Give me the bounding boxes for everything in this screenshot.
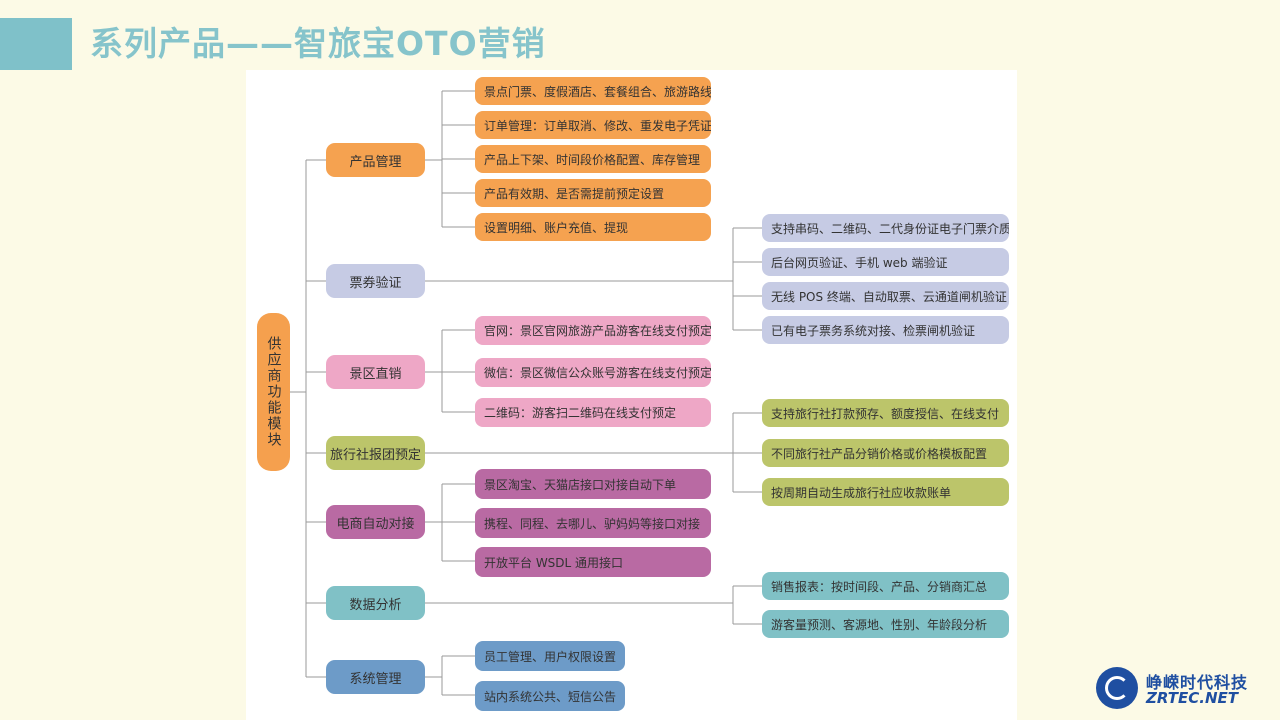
leaf-item: 支持旅行社打款预存、额度授信、在线支付: [762, 399, 1009, 427]
leaf-item: 站内系统公共、短信公告: [475, 681, 625, 711]
leaf-item: 产品有效期、是否需提前预定设置: [475, 179, 711, 207]
leaf-item: 官网：景区官网旅游产品游客在线支付预定: [475, 316, 711, 345]
leaf-item: 开放平台 WSDL 通用接口: [475, 547, 711, 577]
logo-english-name: ZRTEC.NET: [1146, 689, 1238, 707]
category-direct-sales: 景区直销: [326, 355, 425, 389]
logo-mark-icon: [1096, 667, 1138, 709]
leaf-item: 后台网页验证、手机 web 端验证: [762, 248, 1009, 276]
leaf-item: 设置明细、账户充值、提现: [475, 213, 711, 241]
category-ecommerce-integration: 电商自动对接: [326, 505, 425, 539]
page-title: 系列产品——智旅宝OTO营销: [90, 24, 546, 63]
leaf-item: 订单管理：订单取消、修改、重发电子凭证: [475, 111, 711, 139]
leaf-item: 景点门票、度假酒店、套餐组合、旅游路线: [475, 77, 711, 105]
leaf-item: 景区淘宝、天猫店接口对接自动下单: [475, 469, 711, 499]
leaf-item: 携程、同程、去哪儿、驴妈妈等接口对接: [475, 508, 711, 538]
leaf-item: 已有电子票务系统对接、检票闸机验证: [762, 316, 1009, 344]
leaf-item: 游客量预测、客源地、性别、年龄段分析: [762, 610, 1009, 638]
company-logo: 峥嵘时代科技 ZRTEC.NET: [1096, 667, 1256, 711]
category-system-management: 系统管理: [326, 660, 425, 694]
root-node: 供应商功能模块: [257, 313, 290, 471]
leaf-item: 二维码：游客扫二维码在线支付预定: [475, 398, 711, 427]
leaf-item: 按周期自动生成旅行社应收款账单: [762, 478, 1009, 506]
leaf-item: 不同旅行社产品分销价格或价格模板配置: [762, 439, 1009, 467]
leaf-item: 销售报表：按时间段、产品、分销商汇总: [762, 572, 1009, 600]
title-accent-bar: [0, 18, 72, 70]
logo-chinese-name: 峥嵘时代科技: [1146, 673, 1249, 692]
leaf-item: 无线 POS 终端、自动取票、云通道闸机验证: [762, 282, 1009, 310]
category-ticket-verification: 票券验证: [326, 264, 425, 298]
leaf-item: 微信：景区微信公众账号游客在线支付预定: [475, 358, 711, 387]
leaf-item: 产品上下架、时间段价格配置、库存管理: [475, 145, 711, 173]
category-product-management: 产品管理: [326, 143, 425, 177]
category-travel-agency-booking: 旅行社报团预定: [326, 436, 425, 470]
leaf-item: 支持串码、二维码、二代身份证电子门票介质: [762, 214, 1009, 242]
category-data-analysis: 数据分析: [326, 586, 425, 620]
leaf-item: 员工管理、用户权限设置: [475, 641, 625, 671]
